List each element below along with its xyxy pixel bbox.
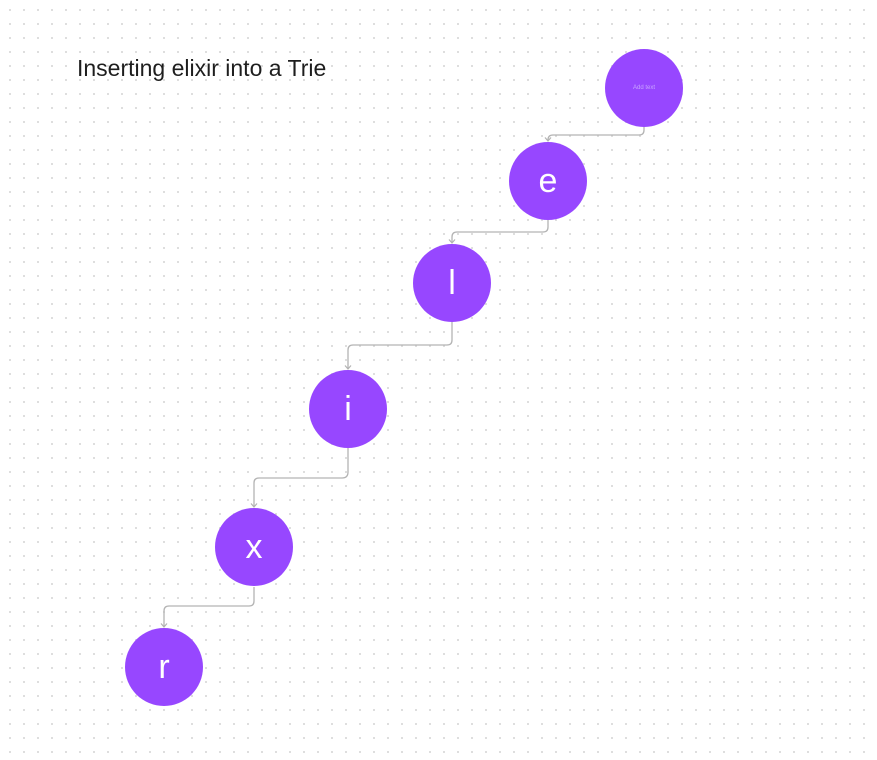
trie-node-e[interactable]: e (509, 142, 587, 220)
trie-node-i[interactable]: i (309, 370, 387, 448)
connector-e-to-l (448, 220, 549, 244)
node-label: r (158, 648, 170, 686)
trie-node-x[interactable]: x (215, 508, 293, 586)
trie-node-r[interactable]: r (125, 628, 203, 706)
node-label: e (538, 162, 558, 200)
connector-l-to-i (344, 322, 453, 370)
node-label: Add text (632, 85, 655, 91)
trie-node-root[interactable]: Add text (605, 49, 683, 127)
connector-root-to-e (544, 127, 645, 142)
diagram-title: Inserting elixir into a Trie (77, 55, 327, 81)
node-label: i (344, 390, 352, 428)
node-label: l (448, 264, 456, 302)
connector-i-to-x (250, 448, 349, 508)
node-label: x (245, 528, 263, 566)
trie-node-l[interactable]: l (413, 244, 491, 322)
connector-x-to-r (160, 587, 255, 628)
